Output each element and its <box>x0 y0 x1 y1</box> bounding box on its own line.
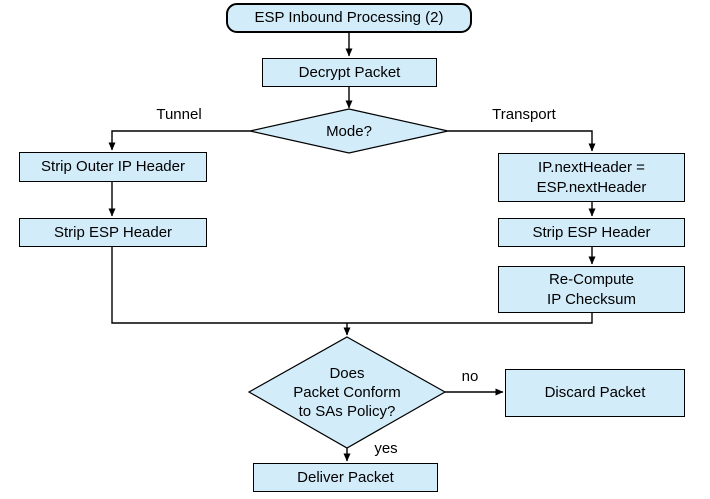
edge-merge-rail <box>111 246 593 324</box>
node-deliver-packet: Deliver Packet <box>253 463 438 492</box>
node-strip-esp-header-transport: Strip ESP Header <box>498 218 685 247</box>
node-policy-check-label: Does Packet Conform to SAs Policy? <box>293 365 401 420</box>
edge-label-yes: yes <box>374 440 398 457</box>
edge-mode-transport <box>448 130 596 152</box>
node-recompute-ip-checksum: Re-Compute IP Checksum <box>498 266 685 313</box>
policy-diamond-shape <box>247 336 447 449</box>
node-strip-esp-header-tunnel: Strip ESP Header <box>19 218 207 247</box>
node-discard-packet: Discard Packet <box>505 369 685 417</box>
edge-mode-tunnel <box>108 130 250 151</box>
node-strip-outer-ip-header: Strip Outer IP Header <box>19 152 207 182</box>
node-mode-label: Mode? <box>326 122 372 140</box>
edge-label-transport: Transport <box>492 106 556 123</box>
edge-label-tunnel: Tunnel <box>156 106 202 123</box>
mode-diamond-shape <box>249 108 449 154</box>
node-decrypt-packet: Decrypt Packet <box>262 58 437 87</box>
node-ip-nextheader: IP.nextHeader = ESP.nextHeader <box>498 153 685 202</box>
edge-label-no: no <box>461 368 479 385</box>
node-start: ESP Inbound Processing (2) <box>226 3 472 33</box>
